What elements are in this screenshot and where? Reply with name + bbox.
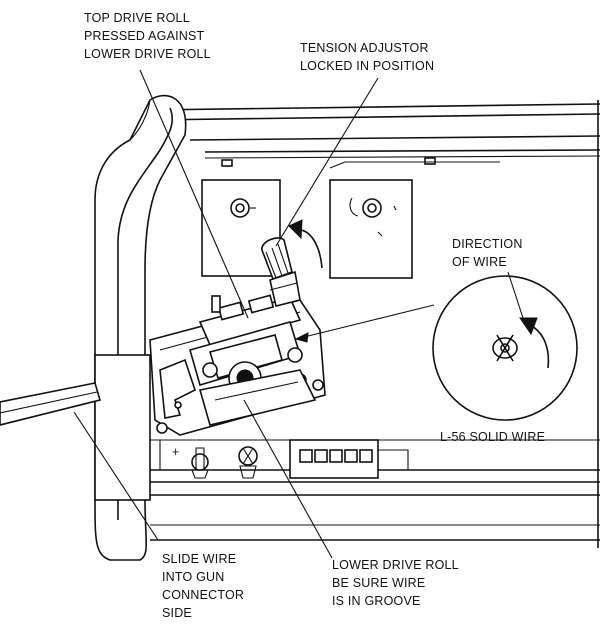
- label-line: TOP DRIVE ROLL: [84, 11, 190, 25]
- label-line: L-56 SOLID WIRE: [440, 430, 545, 444]
- label-direction-of-wire: DIRECTION OF WIRE: [452, 237, 523, 269]
- gun-cable: [0, 382, 102, 426]
- label-line: TENSION ADJUSTOR: [300, 41, 429, 55]
- ribbed-grip: [94, 354, 151, 501]
- label-line: BE SURE WIRE: [332, 576, 425, 590]
- label-line: INTO GUN: [162, 570, 224, 584]
- tension-adjustor-knob: [261, 237, 301, 307]
- wire-spool-detail: [432, 275, 578, 421]
- mounting-plate-right: [329, 179, 413, 279]
- label-line: DIRECTION: [452, 237, 523, 251]
- label-line: LOWER DRIVE ROLL: [332, 558, 459, 572]
- label-top-drive-roll: TOP DRIVE ROLL PRESSED AGAINST LOWER DRI…: [84, 11, 211, 61]
- leader-lines: [73, 69, 524, 559]
- label-line: SLIDE WIRE: [162, 552, 236, 566]
- positive-terminal-mark: +: [172, 445, 180, 459]
- drive-roll-assembly: [149, 294, 326, 436]
- label-tension-adjustor: TENSION ADJUSTOR LOCKED IN POSITION: [300, 41, 434, 73]
- label-line: IS IN GROOVE: [332, 594, 421, 608]
- label-wire-type: L-56 SOLID WIRE: [440, 430, 545, 444]
- label-slide-wire: SLIDE WIRE INTO GUN CONNECTOR SIDE: [162, 552, 244, 620]
- label-lower-drive-roll: LOWER DRIVE ROLL BE SURE WIRE IS IN GROO…: [332, 558, 459, 608]
- label-line: SIDE: [162, 606, 192, 620]
- knob-rotation-arrow: [288, 219, 323, 269]
- front-panel: [94, 94, 187, 561]
- label-line: LOCKED IN POSITION: [300, 59, 434, 73]
- label-line: OF WIRE: [452, 255, 507, 269]
- label-line: PRESSED AGAINST: [84, 29, 205, 43]
- terminal-block: +: [150, 439, 600, 479]
- label-line: CONNECTOR: [162, 588, 244, 602]
- label-line: LOWER DRIVE ROLL: [84, 47, 211, 61]
